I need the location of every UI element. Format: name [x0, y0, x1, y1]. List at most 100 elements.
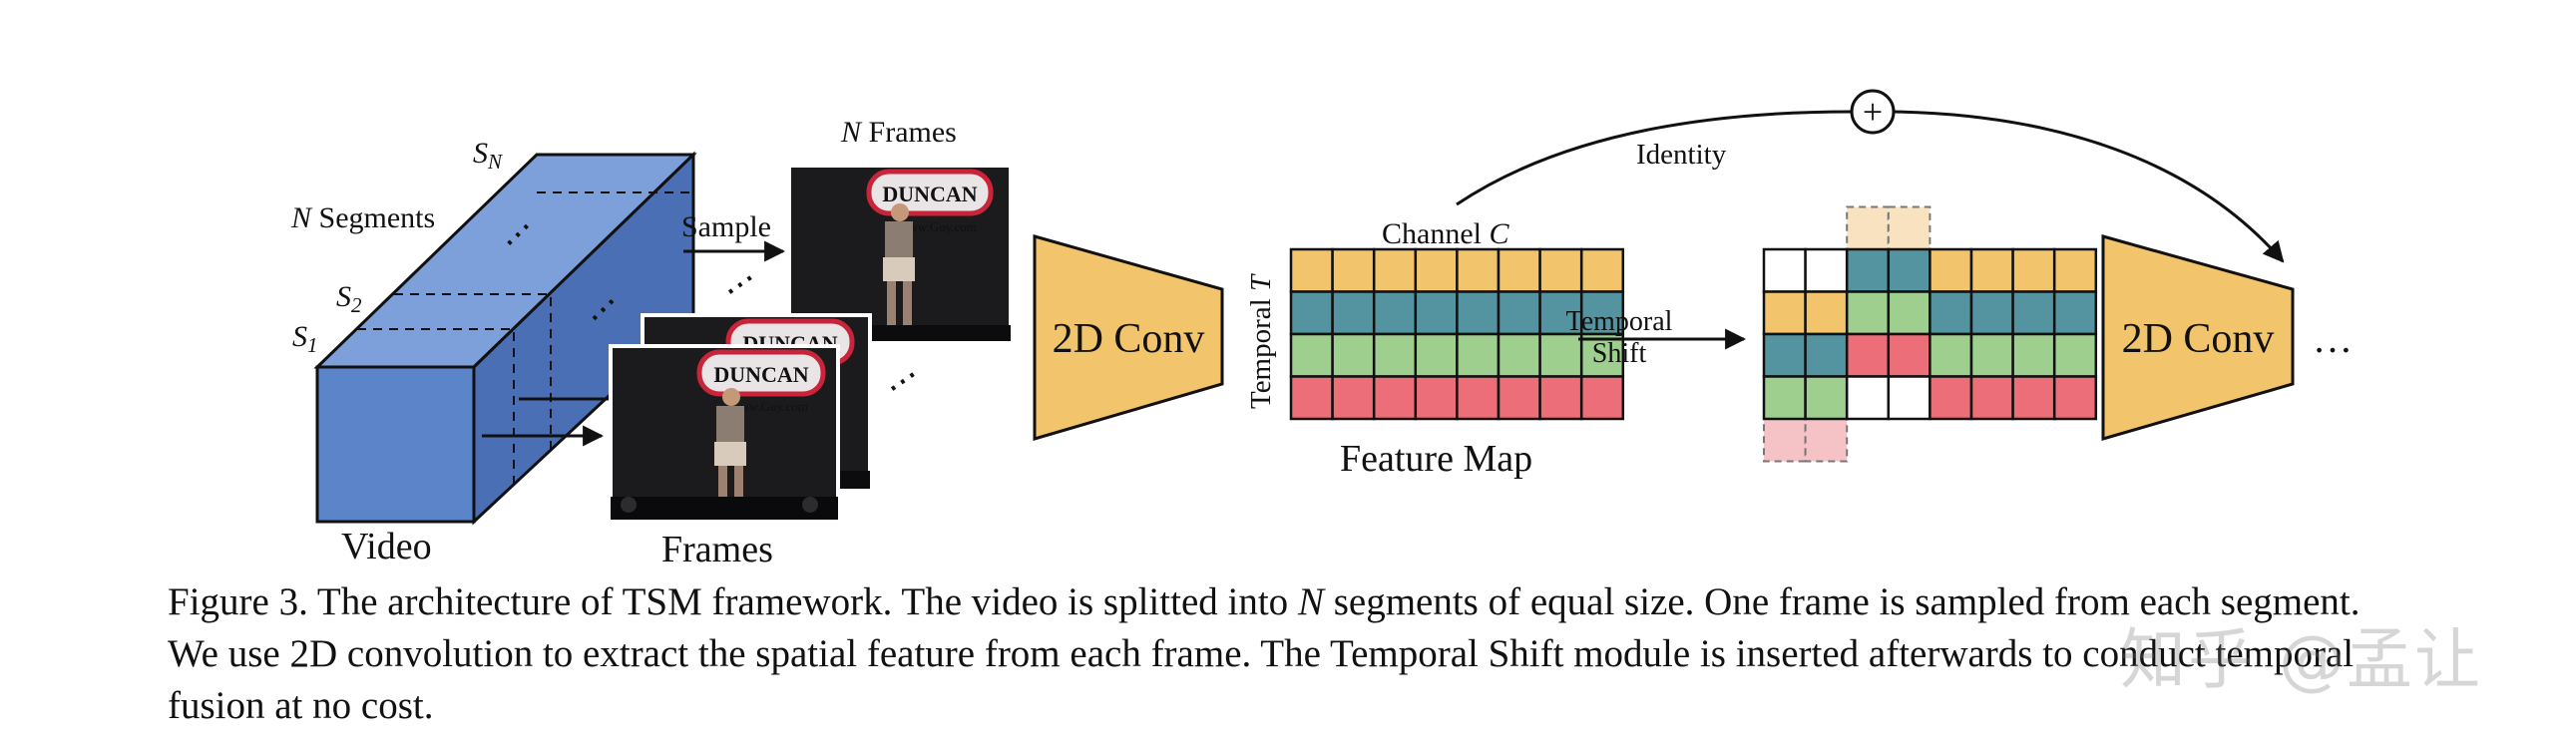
shifted-cell [1887, 290, 1932, 336]
shifted-cell [2011, 375, 2056, 421]
trailing-ellipsis: … [2313, 316, 2353, 361]
shifted-cell [1887, 375, 1932, 421]
conv-trapezoid-2 [2101, 234, 2295, 441]
shifted-cell [1929, 332, 1973, 378]
label-sample: Sample [681, 210, 771, 243]
shifted-cell [1887, 332, 1932, 378]
feature-cell [1456, 247, 1501, 293]
feature-cell [1497, 332, 1541, 378]
shifted-cell [1845, 332, 1891, 378]
shifted-cell [2052, 247, 2098, 293]
feature-cell [1538, 332, 1583, 378]
label-s2: S2 [336, 280, 362, 317]
shifted-cell [1804, 247, 1849, 293]
shifted-feature-map [1762, 205, 2098, 463]
feature-cell [1372, 247, 1418, 293]
shifted-cell [1845, 290, 1891, 336]
feature-cell [1331, 375, 1376, 421]
shifted-cell [1969, 247, 2014, 293]
shifted-out-cell [1887, 205, 1932, 250]
shifted-cell [1762, 332, 1807, 378]
frames-ellipsis-bottom: ⋯ [878, 357, 927, 407]
shifted-cell [1929, 290, 1973, 336]
caption-line-3: fusion at no cost. [168, 684, 434, 727]
feature-cell [1497, 290, 1541, 336]
svg-text:DUNCAN: DUNCAN [713, 362, 808, 387]
feature-cell [1289, 332, 1334, 378]
conv-trapezoid-1 [1033, 234, 1224, 442]
conv-label-1: 2D Conv [1053, 316, 1205, 362]
feature-cell [1372, 332, 1418, 378]
feature-cell [1372, 375, 1418, 421]
svg-text:DUNCAN: DUNCAN [882, 182, 977, 206]
shifted-cell [1969, 375, 2014, 421]
feature-cell [1538, 375, 1583, 421]
label-s1: S1 [292, 320, 318, 357]
feature-cell [1331, 332, 1376, 378]
svg-text:www.Guy.com: www.Guy.com [899, 219, 977, 234]
shifted-cell [1762, 247, 1807, 293]
shifted-cell [1804, 290, 1849, 336]
label-frames: Frames [661, 529, 773, 570]
feature-cell [1372, 290, 1418, 336]
feature-cell [1331, 290, 1376, 336]
feature-cell [1579, 247, 1625, 293]
feature-cell [1289, 375, 1334, 421]
feature-cell [1538, 247, 1583, 293]
shifted-cell [1845, 247, 1891, 293]
label-video: Video [341, 526, 432, 567]
feature-map-grid [1289, 247, 1625, 421]
shifted-cell [1929, 375, 1973, 421]
frame-n: DUNCAN www.Guy.com [787, 164, 1013, 343]
shifted-cell [2052, 290, 2098, 336]
caption-line-2: We use 2D convolution to extract the spa… [168, 632, 2355, 675]
shifted-cell [1762, 375, 1807, 421]
label-feature-map: Feature Map [1340, 438, 1532, 480]
watermark: 知乎 @孟让 [2120, 621, 2482, 698]
label-identity: Identity [1636, 139, 1727, 171]
feature-cell [1414, 375, 1459, 421]
feature-cell [1414, 247, 1459, 293]
feature-cell [1414, 290, 1459, 336]
shifted-cell [2052, 332, 2098, 378]
feature-cell [1497, 375, 1541, 421]
label-temporal-shift-1: Temporal [1566, 306, 1673, 337]
label-temporal-shift-2: Shift [1592, 338, 1647, 369]
feature-cell [1414, 332, 1459, 378]
feature-cell [1579, 332, 1625, 378]
shifted-cell [2052, 375, 2098, 421]
shifted-cell [1804, 375, 1849, 421]
caption-line-1: Figure 3. The architecture of TSM framew… [168, 580, 2361, 623]
shifted-out-cell [1804, 418, 1849, 463]
shifted-cell [1929, 247, 1973, 293]
feature-cell [1289, 290, 1334, 336]
feature-cell [1289, 247, 1334, 293]
shifted-cell [2011, 290, 2056, 336]
shifted-out-cell [1763, 418, 1807, 463]
shifted-out-cell [1846, 205, 1890, 250]
cube-front-face [315, 365, 476, 524]
add-plus: + [1863, 92, 1883, 132]
shifted-cell [2011, 247, 2056, 293]
shifted-cell [1804, 332, 1849, 378]
feature-cell [1456, 332, 1501, 378]
feature-cell [1456, 290, 1501, 336]
add-circle [1850, 89, 1896, 135]
label-temporal-axis: Temporal T [1245, 273, 1277, 409]
feature-cell [1497, 247, 1541, 293]
conv-label-2: 2D Conv [2122, 316, 2275, 362]
svg-text:www.Guy.com: www.Guy.com [730, 399, 808, 414]
feature-cell [1331, 247, 1376, 293]
shifted-cell [1969, 332, 2014, 378]
frames-ellipsis-top: ⋯ [715, 260, 764, 310]
label-n-frames: N Frames [840, 116, 957, 149]
feature-cell [1456, 375, 1501, 421]
identity-curve-right [1894, 110, 2285, 263]
video-cube: ⋯ ⋯ [313, 151, 697, 526]
shifted-cell [1762, 290, 1807, 336]
shifted-cell [1969, 290, 2014, 336]
segment-divider-1 [357, 328, 515, 487]
figure-caption: Figure 3. The architecture of TSM framew… [168, 576, 2542, 732]
shifted-cell [1887, 247, 1932, 293]
